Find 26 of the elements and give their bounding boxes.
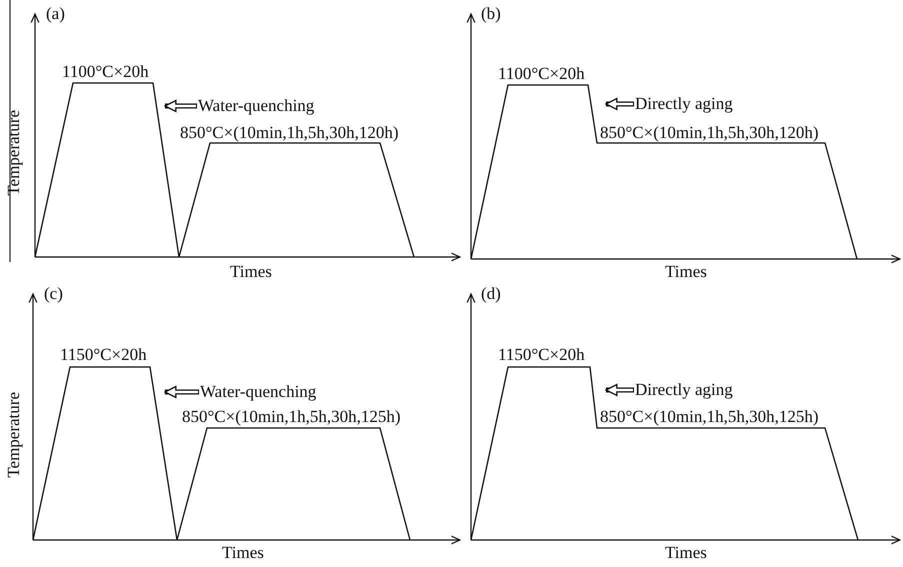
panel-label: (d) xyxy=(481,284,501,304)
process-label: Water-quenching xyxy=(200,382,316,402)
temperature-label: 1150°C×20h xyxy=(498,345,585,365)
axis-title: Temperature xyxy=(4,392,24,478)
panel-label: (a) xyxy=(46,4,65,24)
aging-condition-label: 850°C×(10min,1h,5h,30h,125h) xyxy=(600,407,818,427)
temperature-label: 1100°C×20h xyxy=(62,62,149,82)
panel-label: (c) xyxy=(44,284,63,304)
process-label: Directly aging xyxy=(635,94,733,114)
process-label: Water-quenching xyxy=(198,96,314,116)
hollow-arrow xyxy=(605,384,634,396)
hollow-arrow xyxy=(605,98,634,110)
process-label: Directly aging xyxy=(635,380,733,400)
axis-title: Times xyxy=(230,262,272,282)
axis-title: Times xyxy=(665,543,707,563)
axis-title: Temperature xyxy=(4,110,24,196)
panel-label: (b) xyxy=(481,4,501,24)
hollow-arrow xyxy=(164,100,197,112)
aging-condition-label: 850°C×(10min,1h,5h,30h,120h) xyxy=(600,123,818,143)
aging-condition-label: 850°C×(10min,1h,5h,30h,125h) xyxy=(182,407,400,427)
axis-title: Times xyxy=(222,543,264,563)
temperature-label: 1150°C×20h xyxy=(60,345,147,365)
hollow-arrow xyxy=(164,386,199,398)
temperature-label: 1100°C×20h xyxy=(498,64,585,84)
aging-condition-label: 850°C×(10min,1h,5h,30h,120h) xyxy=(180,123,398,143)
axis-title: Times xyxy=(665,262,707,282)
